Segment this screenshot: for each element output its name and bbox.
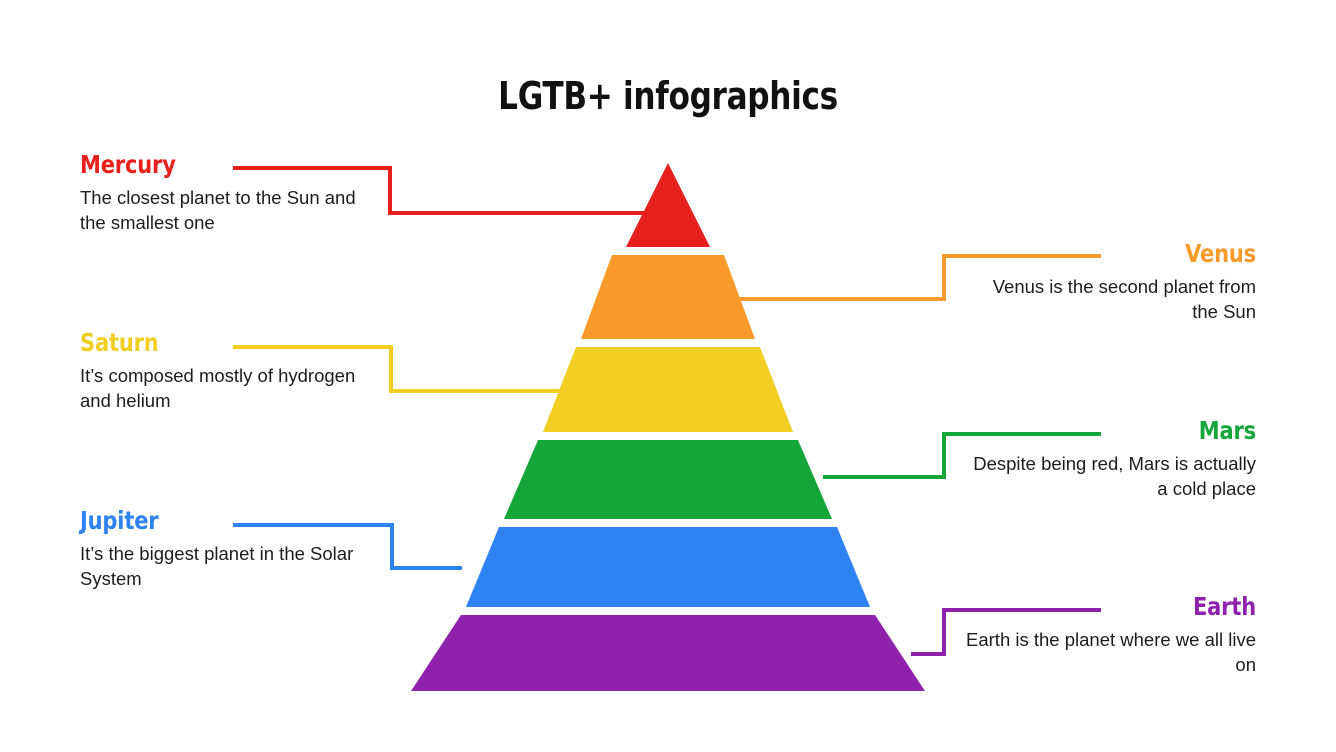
callout-description-mars: Despite being red, Mars is actually a co… [973,453,1256,500]
callout-title-jupiter: Jupiter [80,506,159,535]
callout-mercury[interactable]: Mercury The closest planet to the Sun an… [80,150,370,236]
connector-line-mercury [233,166,660,215]
callout-title-earth: Earth [1192,592,1256,621]
callout-mars[interactable]: Mars Despite being red, Mars is actually… [966,416,1256,502]
connector-line-venus [730,254,1101,301]
pyramid-layer-saturn[interactable] [543,347,793,432]
callout-title-mars: Mars [1198,416,1256,445]
page-title: LGTB+ infographics [498,74,838,118]
connector-line-jupiter [233,523,462,570]
callout-description-mercury: The closest planet to the Sun and the sm… [80,187,356,234]
pyramid-layer-jupiter[interactable] [466,527,870,607]
pyramid-layer-venus[interactable] [581,255,755,339]
callout-description-earth: Earth is the planet where we all live on [966,629,1256,676]
callout-venus[interactable]: Venus Venus is the second planet from th… [966,239,1256,325]
callout-title-mercury: Mercury [80,150,176,179]
connector-line-saturn [233,345,560,393]
connector-line-mars [823,432,1101,479]
pyramid-layer-mercury[interactable] [626,163,710,247]
callout-description-jupiter: It’s the biggest planet in the Solar Sys… [80,543,354,590]
callout-title-saturn: Saturn [80,328,159,357]
callout-earth[interactable]: Earth Earth is the planet where we all l… [966,592,1256,678]
callout-title-venus: Venus [1185,239,1256,268]
callout-saturn[interactable]: Saturn It’s composed mostly of hydrogen … [80,328,370,414]
callout-description-venus: Venus is the second planet from the Sun [992,276,1256,323]
connector-line-earth [911,608,1101,656]
callout-jupiter[interactable]: Jupiter It’s the biggest planet in the S… [80,506,370,592]
pyramid-layer-earth[interactable] [411,615,925,691]
callout-description-saturn: It’s composed mostly of hydrogen and hel… [80,365,356,412]
pyramid-layer-mars[interactable] [504,440,832,519]
